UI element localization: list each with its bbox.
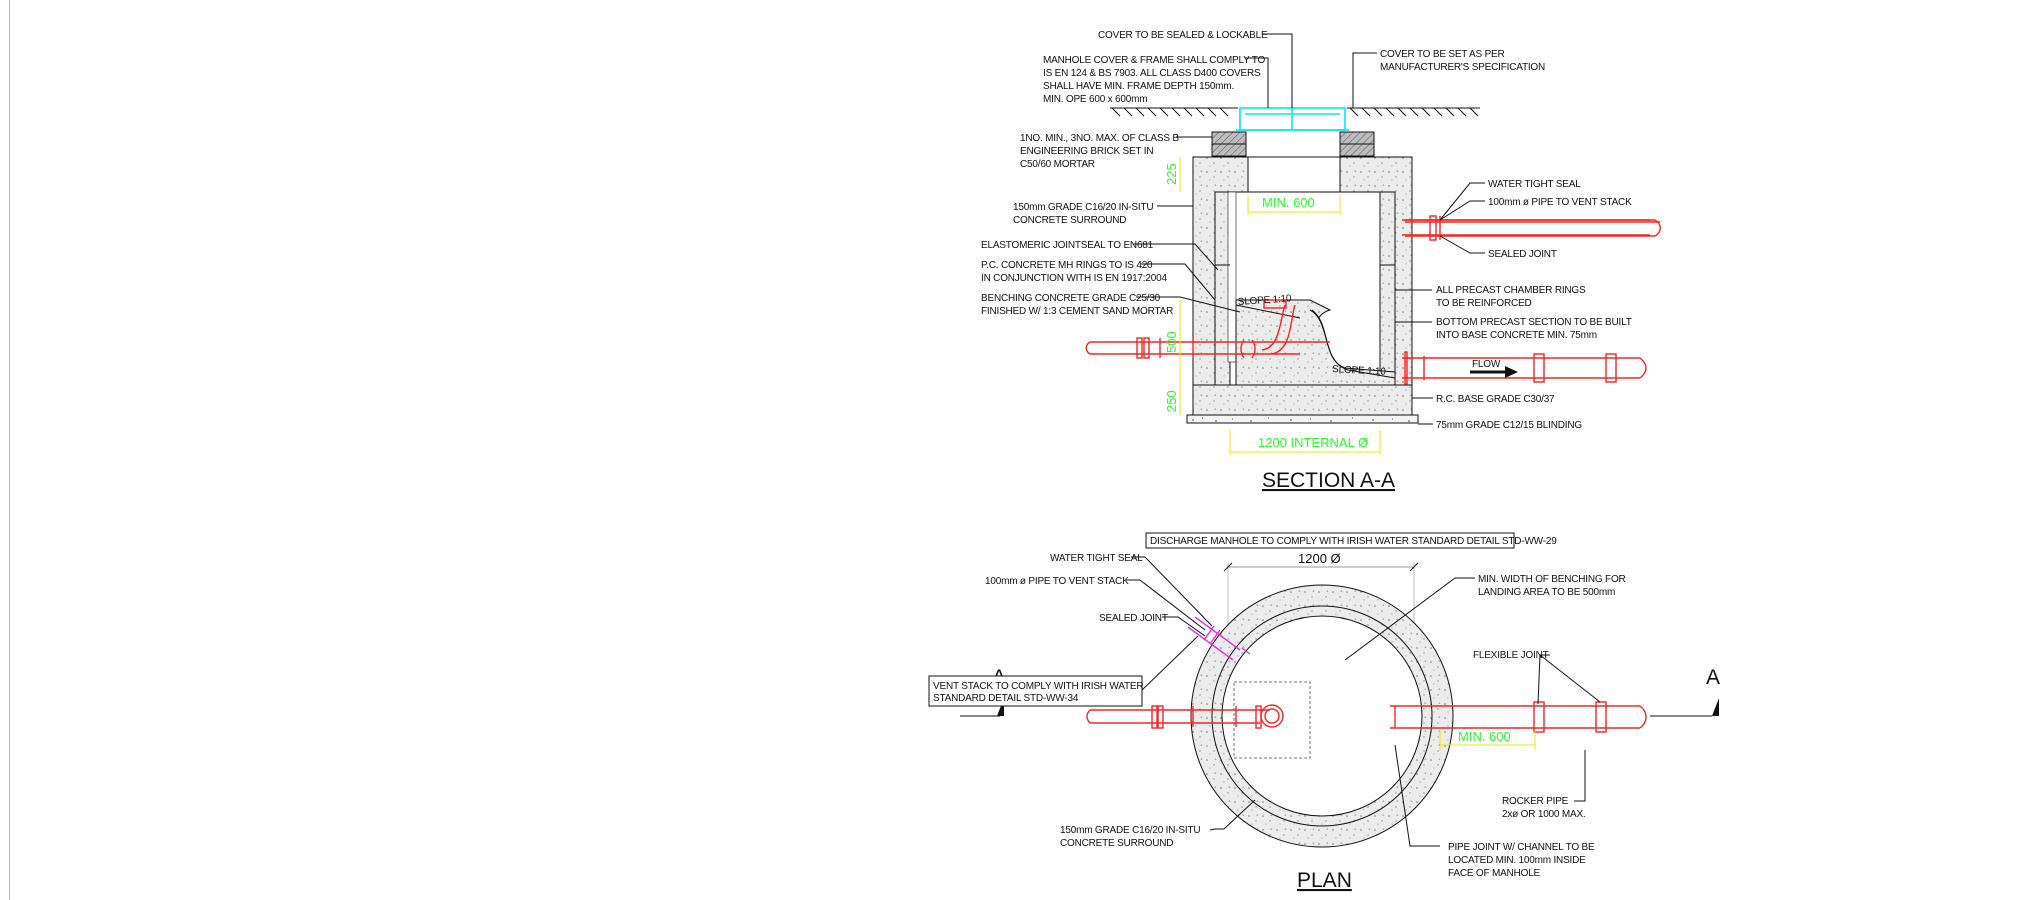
- vent-stack-note-box: VENT STACK TO COMPLY WITH IRISH WATER ST…: [928, 675, 1144, 707]
- plan-diameter-label: 1200 Ø: [1298, 551, 1341, 566]
- plan-view: DISCHARGE MANHOLE TO COMPLY WITH IRISH W…: [928, 532, 1720, 892]
- label-surround-2: CONCRETE SURROUND: [1013, 215, 1126, 226]
- label-brick-1: 1NO. MIN., 3NO. MAX. OF CLASS B: [1020, 133, 1179, 144]
- plan-label-surround-1: 150mm GRADE C16/20 IN-SITU: [1060, 825, 1200, 836]
- label-cover-frame-1: MANHOLE COVER & FRAME SHALL COMPLY TO: [1043, 55, 1266, 66]
- label-cover-frame-2: IS EN 124 & BS 7903. ALL CLASS D400 COVE…: [1043, 68, 1261, 79]
- ground-line: [1110, 107, 1480, 117]
- plan-min-600-label: MIN. 600: [1458, 729, 1511, 744]
- plan-manhole-rings: [1190, 584, 1454, 848]
- label-bottom-1: BOTTOM PRECAST SECTION TO BE BUILT: [1436, 317, 1632, 328]
- plan-label-pipe-joint-3: FACE OF MANHOLE: [1448, 868, 1541, 879]
- label-precast-2: TO BE REINFORCED: [1436, 298, 1532, 309]
- section-mark-right: A: [1706, 666, 1720, 689]
- plan-label-vent-pipe: 100mm ø PIPE TO VENT STACK: [985, 576, 1129, 587]
- plan-label-flexible-joint: FLEXIBLE JOINT: [1473, 650, 1549, 661]
- label-blinding: 75mm GRADE C12/15 BLINDING: [1436, 420, 1582, 431]
- label-cover-set-2: MANUFACTURER'S SPECIFICATION: [1380, 62, 1545, 73]
- dim-225: 225: [1164, 163, 1179, 185]
- vent-stack-note-2: STANDARD DETAIL STD-WW-34: [933, 693, 1079, 704]
- dim-500: 500: [1164, 331, 1179, 353]
- outlet-pipe-section: [1402, 351, 1647, 385]
- section-dimensions: MIN. 600 225 500 250 1200 INTERNAL Ø: [1164, 157, 1381, 455]
- plan-label-surround-2: CONCRETE SURROUND: [1060, 838, 1173, 849]
- plan-label-benching-2: LANDING AREA TO BE 500mm: [1478, 587, 1615, 598]
- label-sealed-joint: SEALED JOINT: [1488, 249, 1557, 260]
- inlet-pipe-plan: [1086, 704, 1284, 729]
- label-benching-2: FINISHED W/ 1:3 CEMENT SAND MORTAR: [981, 306, 1173, 317]
- label-water-tight-seal: WATER TIGHT SEAL: [1488, 179, 1581, 190]
- dim-250: 250: [1164, 390, 1179, 412]
- label-brick-2: ENGINEERING BRICK SET IN: [1020, 146, 1153, 157]
- section-title: SECTION A-A: [1262, 469, 1395, 492]
- label-cover-frame-3: SHALL HAVE MIN. FRAME DEPTH 150mm.: [1043, 81, 1234, 92]
- label-base: R.C. BASE GRADE C30/37: [1436, 394, 1555, 405]
- plan-label-pipe-joint-2: LOCATED MIN. 100mm INSIDE: [1448, 855, 1586, 866]
- plan-title: PLAN: [1297, 869, 1352, 892]
- plan-label-benching-1: MIN. WIDTH OF BENCHING FOR: [1478, 574, 1626, 585]
- dim-min-600-section: MIN. 600: [1262, 195, 1315, 210]
- section-marker-right: A: [1650, 666, 1720, 717]
- flow-arrow: FLOW: [1470, 359, 1518, 378]
- label-vent-pipe: 100mm ø PIPE TO VENT STACK: [1488, 197, 1632, 208]
- plan-min600-dim: MIN. 600: [1439, 729, 1536, 750]
- label-rings-1: P.C. CONCRETE MH RINGS TO IS 420: [981, 260, 1153, 271]
- section-annotations: COVER TO BE SEALED & LOCKABLE MANHOLE CO…: [981, 30, 1632, 431]
- vent-pipe-plan: [1187, 616, 1251, 661]
- label-cover-frame-4: MIN. OPE 600 x 600mm: [1043, 94, 1147, 105]
- section-leaders: [1133, 33, 1485, 425]
- flow-label: FLOW: [1472, 359, 1501, 370]
- label-jointseal: ELASTOMERIC JOINTSEAL TO EN681: [981, 240, 1154, 251]
- label-rings-2: IN CONJUNCTION WITH IS EN 1917:2004: [981, 273, 1167, 284]
- label-surround-1: 150mm GRADE C16/20 IN-SITU: [1013, 202, 1153, 213]
- slope-label-lower: SLOPE 1:10: [1332, 364, 1387, 378]
- plan-label-rocker-2: 2xø OR 1000 MAX.: [1502, 809, 1586, 820]
- section-view: FLOW MIN. 600 225 500 250 1200 INTERNAL …: [981, 30, 1661, 492]
- plan-label-pipe-joint-1: PIPE JOINT W/ CHANNEL TO BE: [1448, 842, 1595, 853]
- plan-annotations: WATER TIGHT SEAL 100mm ø PIPE TO VENT ST…: [985, 553, 1626, 879]
- label-bottom-2: INTO BASE CONCRETE MIN. 75mm: [1436, 330, 1597, 341]
- inlet-pipe-section: [1085, 299, 1330, 359]
- vent-pipe-section: [1402, 215, 1661, 241]
- plan-label-water-tight-seal: WATER TIGHT SEAL: [1050, 553, 1143, 564]
- plan-label-sealed-joint: SEALED JOINT: [1099, 613, 1168, 624]
- plan-label-rocker-1: ROCKER PIPE: [1502, 796, 1569, 807]
- label-benching-1: BENCHING CONCRETE GRADE C25/30: [981, 293, 1161, 304]
- benching: [1235, 299, 1396, 386]
- label-brick-3: C50/60 MORTAR: [1020, 159, 1095, 170]
- dim-internal-diameter: 1200 INTERNAL Ø: [1258, 435, 1368, 450]
- discharge-note-box: DISCHARGE MANHOLE TO COMPLY WITH IRISH W…: [1145, 532, 1557, 549]
- sheet-border-line: [9, 0, 10, 900]
- outlet-pipe-plan: [1390, 701, 1647, 733]
- discharge-note: DISCHARGE MANHOLE TO COMPLY WITH IRISH W…: [1150, 536, 1557, 547]
- manhole-cover: [1236, 107, 1349, 131]
- vent-stack-note-1: VENT STACK TO COMPLY WITH IRISH WATER: [933, 681, 1143, 692]
- plan-leaders: [1126, 556, 1601, 847]
- label-cover-sealed: COVER TO BE SEALED & LOCKABLE: [1098, 30, 1268, 41]
- label-precast-1: ALL PRECAST CHAMBER RINGS: [1436, 285, 1586, 296]
- label-cover-set-1: COVER TO BE SET AS PER: [1380, 49, 1505, 60]
- slope-label-upper: SLOPE 1:10: [1237, 293, 1292, 308]
- engineering-brick: [1211, 131, 1375, 157]
